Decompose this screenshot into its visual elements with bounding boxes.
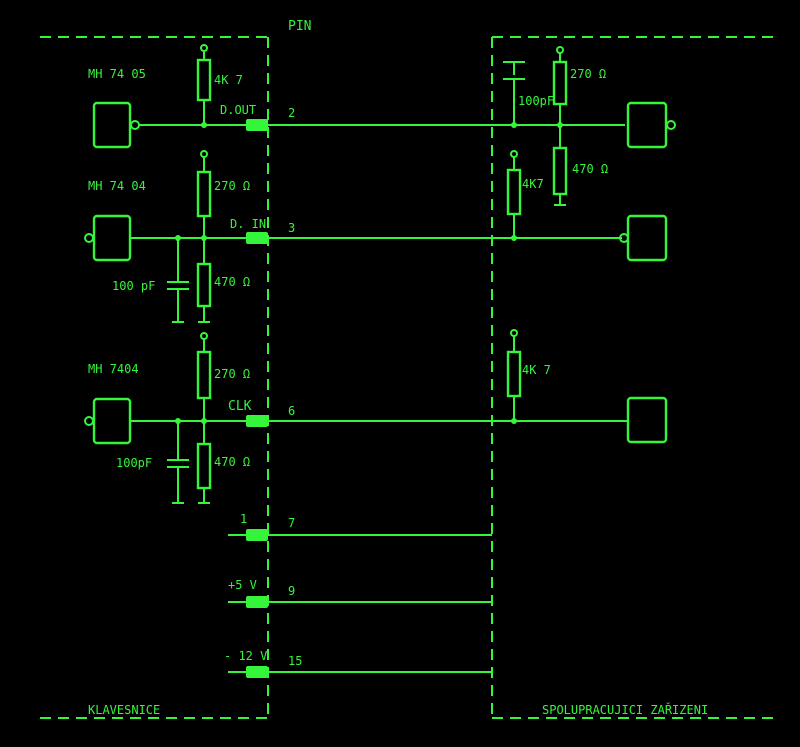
resistor-4k7-right-b	[506, 329, 522, 421]
gate-mh7405	[92, 101, 140, 149]
c3-label: 100pF	[518, 94, 554, 108]
pin-9-label: 9	[288, 584, 295, 598]
resistor-270-left-a	[196, 150, 212, 264]
pin-15-label: 15	[288, 654, 302, 668]
r1-label: 4K 7	[214, 73, 243, 87]
gate-right-3	[626, 396, 668, 444]
r3-label: 470 Ω	[214, 275, 250, 289]
row-5v	[228, 596, 492, 608]
pin-connector-3	[246, 232, 268, 244]
r8-label: 4K7	[522, 177, 544, 191]
signal-12v-label: - 12 V	[224, 649, 267, 663]
signal-gnd-label: 1	[240, 512, 247, 526]
r2-label: 270 Ω	[214, 179, 250, 193]
right-section-border	[491, 36, 780, 719]
pin-3-label: 3	[288, 221, 295, 235]
left-section-label: KLAVESNICE	[88, 703, 160, 717]
chip2-label: MH 74 04	[88, 179, 146, 193]
resistor-4k7-left	[196, 44, 212, 125]
pin-connector-6	[246, 415, 268, 427]
r5-label: 470 Ω	[214, 455, 250, 469]
pin-header-label: PIN	[288, 19, 311, 34]
c1-label: 100 pF	[112, 279, 155, 293]
r4-label: 270 Ω	[214, 367, 250, 381]
capacitor-100pf-right	[503, 61, 525, 125]
row-gnd	[228, 529, 492, 541]
capacitor-100pf-left-a	[167, 238, 189, 323]
gate-right-2	[619, 214, 668, 262]
resistor-4k7-right-a	[506, 150, 522, 238]
r9-label: 4K 7	[522, 363, 551, 377]
pin-7-label: 7	[288, 516, 295, 530]
c2-label: 100pF	[116, 456, 152, 470]
pin-connector-2	[246, 119, 268, 131]
resistor-470-left-b	[196, 442, 212, 504]
gate-mh7404-b	[84, 397, 132, 445]
r7-label: 470 Ω	[572, 162, 608, 176]
r6-label: 270 Ω	[570, 67, 606, 81]
signal-clk-label: CLK	[228, 399, 252, 414]
resistor-270-left-b	[196, 332, 212, 444]
row-12v	[228, 666, 492, 678]
pin-2-label: 2	[288, 106, 295, 120]
right-section-label: SPOLUPRACUJICI ZAŘIZENI	[542, 702, 708, 717]
pin-6-label: 6	[288, 404, 295, 418]
gate-mh7404-a	[84, 214, 132, 262]
gate-right-1	[626, 101, 676, 149]
resistor-270-right	[552, 46, 568, 148]
capacitor-100pf-left-b	[167, 421, 189, 504]
signal-5v-label: +5 V	[228, 578, 257, 592]
signal-dout-label: D.OUT	[220, 103, 256, 117]
resistor-470-left-a	[196, 262, 212, 323]
signal-din-label: D. IN	[230, 217, 266, 231]
chip1-label: MH 74 05	[88, 67, 146, 81]
chip3-label: MH 7404	[88, 362, 139, 376]
resistor-470-right	[552, 146, 568, 206]
